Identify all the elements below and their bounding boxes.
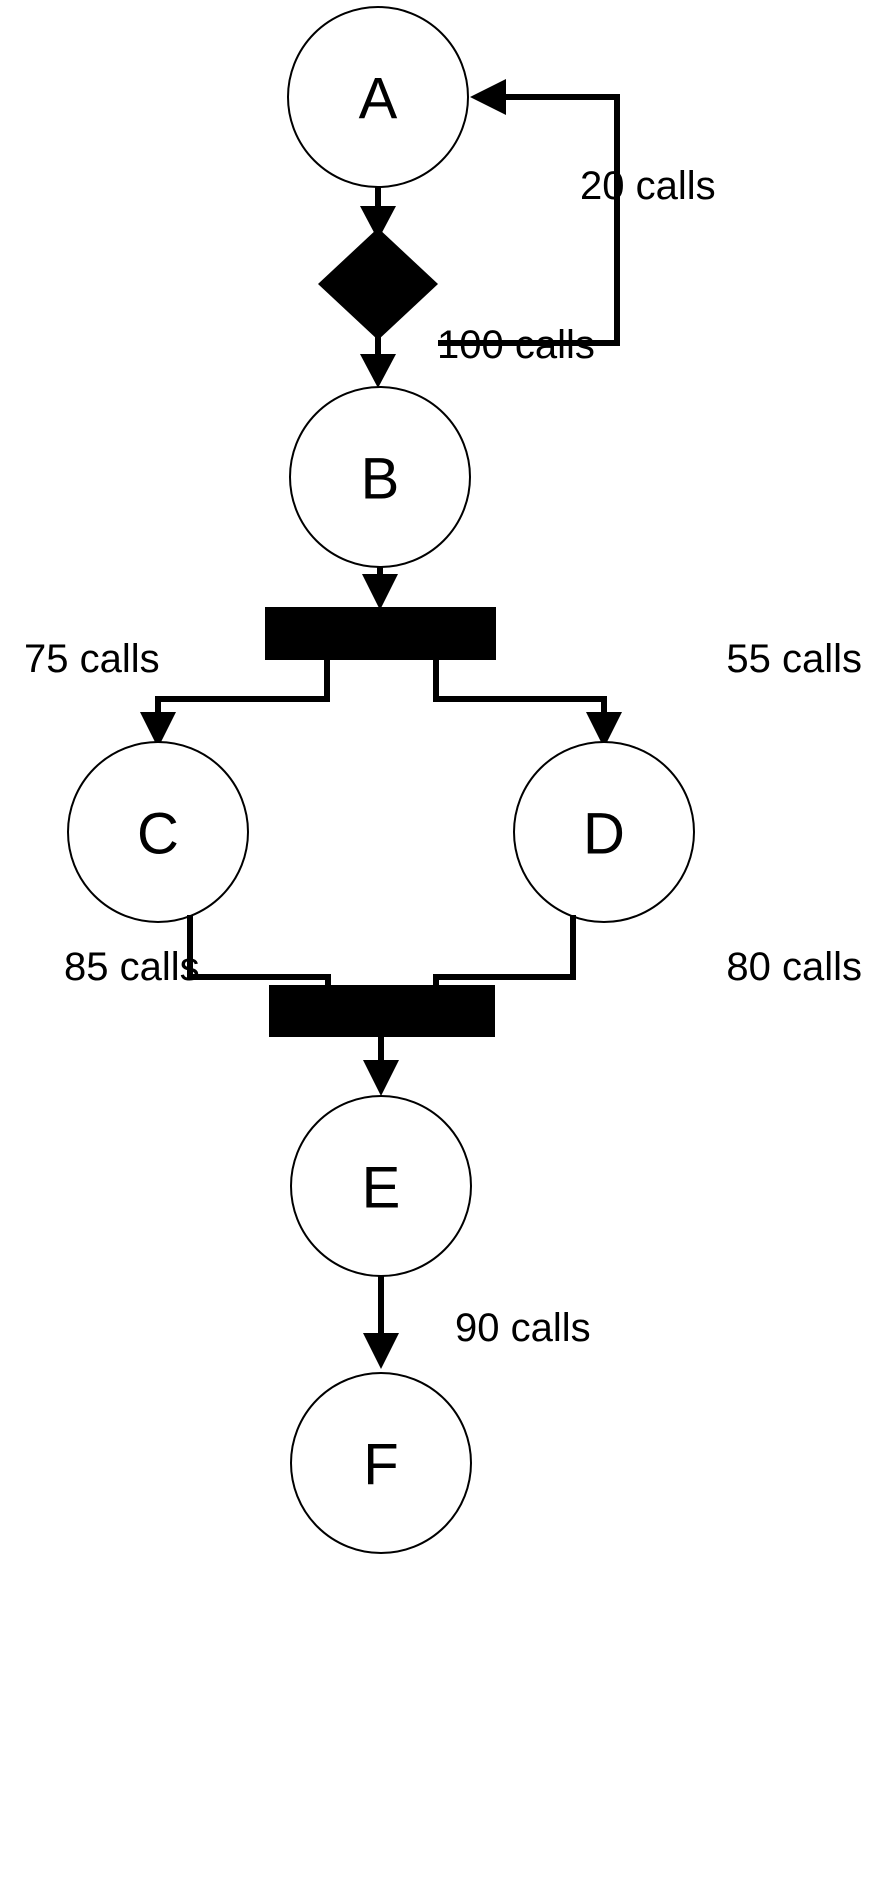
join-bar-node[interactable]: [269, 985, 495, 1037]
edge-label-85-calls: 85 calls: [64, 945, 200, 989]
node-c-label: C: [137, 802, 179, 867]
node-b-label: B: [361, 447, 400, 512]
edge-join-to-e: [363, 1034, 399, 1096]
node-a-label: A: [359, 67, 398, 132]
edge-label-100-calls: 100 calls: [437, 323, 595, 367]
edge-fork-to-d-path: [433, 657, 607, 716]
edge-fork-to-d-arrowhead: [586, 712, 622, 748]
edge-b-to-fork: [362, 567, 398, 610]
edge-label-90-calls: 90 calls: [455, 1306, 591, 1350]
edge-fork-to-d: [433, 657, 622, 748]
node-f-label: F: [363, 1433, 398, 1498]
node-d-circle[interactable]: [513, 741, 695, 923]
node-c-circle[interactable]: [67, 741, 249, 923]
edge-decision-to-a-path: [438, 94, 620, 346]
edge-e-to-f: [363, 1276, 399, 1369]
edge-label-80-calls: 80 calls: [726, 945, 862, 989]
edge-decision-to-b-arrowhead: [360, 354, 396, 388]
edge-e-to-f-arrowhead: [363, 1333, 399, 1369]
edge-label-55-calls: 55 calls: [726, 637, 862, 681]
node-e-label: E: [362, 1156, 401, 1221]
edge-join-to-e-arrowhead: [363, 1060, 399, 1096]
edge-a-to-decision: [360, 186, 396, 240]
fork-bar-node[interactable]: [265, 607, 496, 660]
edge-a-to-decision-arrowhead: [360, 206, 396, 240]
node-f-circle[interactable]: [290, 1372, 472, 1554]
edge-label-20-calls: 20 calls: [580, 164, 716, 208]
node-d-label: D: [583, 802, 625, 867]
edge-label-75-calls: 75 calls: [24, 637, 160, 681]
edge-b-to-fork-arrowhead: [362, 574, 398, 610]
node-a-circle[interactable]: [287, 6, 469, 188]
edge-decision-to-a-arrowhead: [470, 79, 506, 115]
edge-fork-to-c-arrowhead: [140, 712, 176, 748]
edge-fork-to-c-path: [155, 657, 330, 716]
edge-decision-to-b: [360, 336, 396, 388]
decision-diamond-node[interactable]: [318, 228, 438, 340]
edge-fork-to-c: [140, 657, 330, 748]
edge-decision-to-a: [438, 79, 620, 346]
